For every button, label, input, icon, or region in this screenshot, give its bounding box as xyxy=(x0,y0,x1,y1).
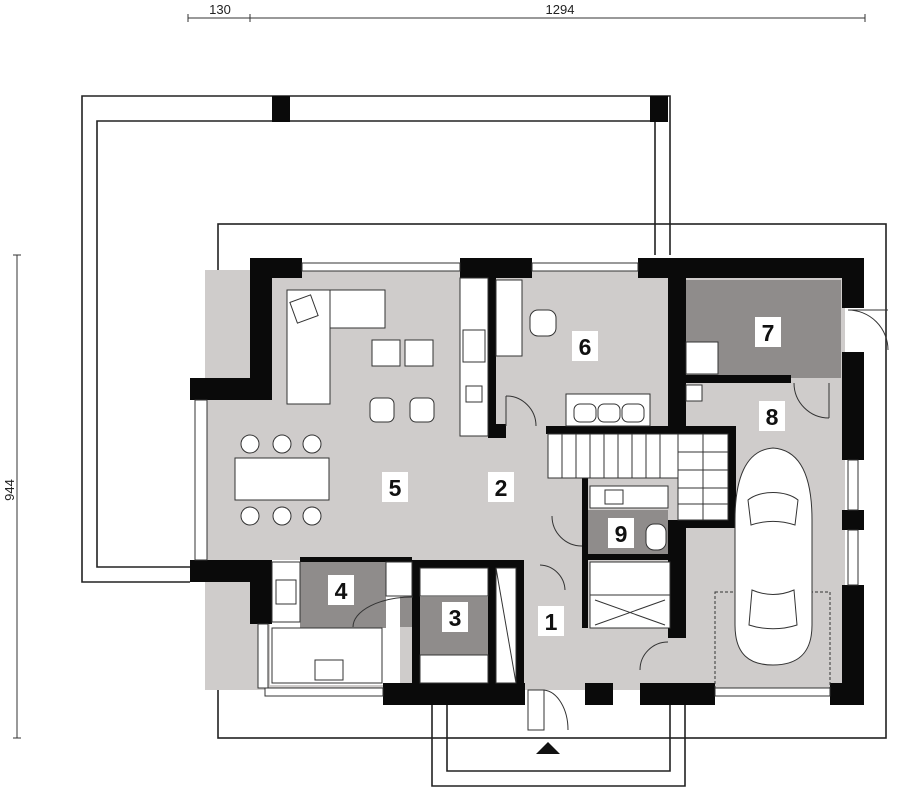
entrance-steps xyxy=(431,700,686,787)
office-furniture xyxy=(495,279,651,427)
exterior-walls xyxy=(190,258,864,705)
room-label-9: 9 xyxy=(608,518,634,548)
dining-table xyxy=(234,457,330,501)
doors xyxy=(352,309,889,731)
svg-text:4: 4 xyxy=(335,578,348,604)
entrance-arrow-icon xyxy=(536,742,560,754)
bathroom-fixtures xyxy=(589,485,671,629)
svg-text:2: 2 xyxy=(495,475,508,501)
staircase xyxy=(547,433,729,521)
room-label-3: 3 xyxy=(442,602,468,632)
svg-text:8: 8 xyxy=(766,404,779,430)
dimension-label-130: 130 xyxy=(209,2,231,17)
svg-text:5: 5 xyxy=(389,475,402,501)
room-label-5: 5 xyxy=(382,472,408,502)
svg-text:9: 9 xyxy=(615,521,628,547)
dimension-top: 130 1294 xyxy=(187,2,866,22)
room-label-7: 7 xyxy=(755,317,781,347)
interior-walls xyxy=(300,278,791,685)
room-label-8: 8 xyxy=(759,401,785,431)
living-furniture xyxy=(234,277,489,526)
svg-text:7: 7 xyxy=(762,320,775,346)
room-labels: 1 2 3 4 5 6 7 8 9 xyxy=(328,317,785,636)
terrace-outline xyxy=(81,95,671,583)
car xyxy=(714,447,831,689)
room-label-2: 2 xyxy=(488,472,514,502)
room-label-4: 4 xyxy=(328,575,354,605)
boiler-furniture xyxy=(685,341,719,402)
svg-text:6: 6 xyxy=(579,334,592,360)
room-label-6: 6 xyxy=(572,331,598,361)
dimension-left: 944 xyxy=(2,254,21,739)
svg-text:1: 1 xyxy=(545,609,558,635)
dimension-label-1294: 1294 xyxy=(546,2,575,17)
room-label-1: 1 xyxy=(538,606,564,636)
svg-text:3: 3 xyxy=(449,605,462,631)
dimension-label-944: 944 xyxy=(2,479,17,501)
windows xyxy=(194,262,859,697)
kitchen-fixtures xyxy=(271,561,517,684)
